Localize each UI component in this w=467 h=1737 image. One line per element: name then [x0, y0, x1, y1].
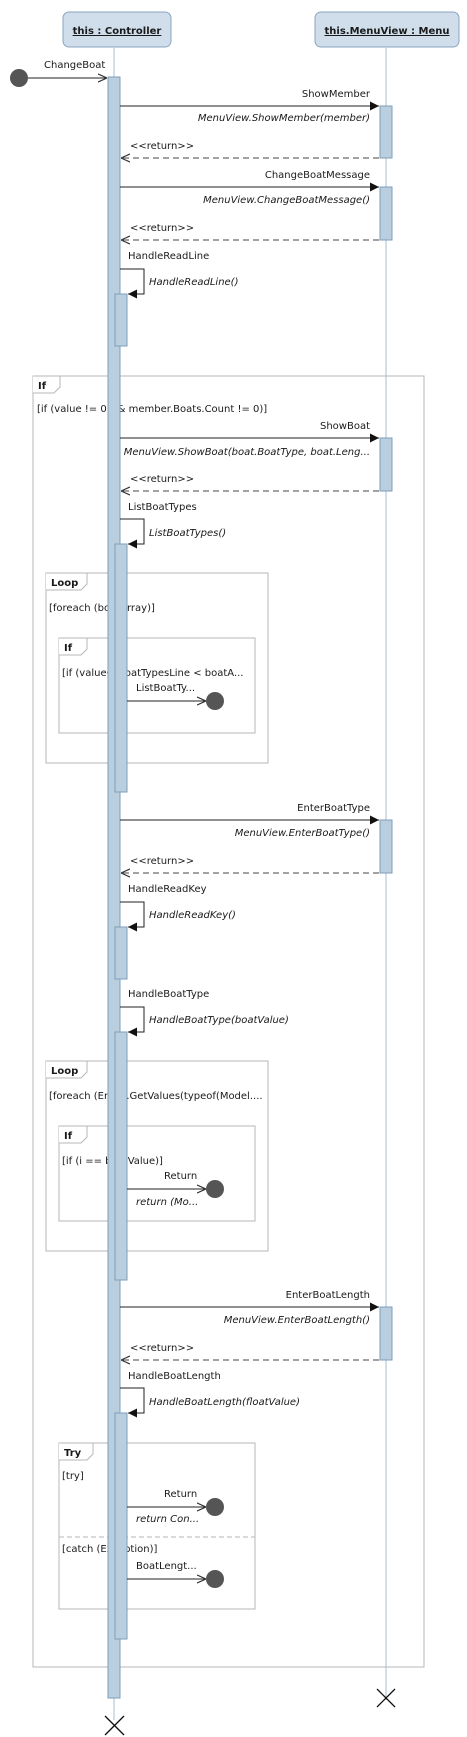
fragment-loop-1: Loop [foreach (boatArray)]: [45, 572, 269, 764]
controller-activation-list-boat-types[interactable]: [114, 543, 128, 793]
fragment-try-guard: [try]: [62, 1471, 84, 1482]
return-message-2-label: <<return>>: [130, 223, 194, 234]
menu-lifeline-head[interactable]: this.MenuView : Menu: [314, 11, 460, 48]
message-show-boat-label: ShowBoat: [320, 421, 370, 432]
message-change-boat-message-label: ChangeBoatMessage: [265, 170, 370, 181]
fragment-if-outer: If [if (value != 0 && member.Boats.Count…: [32, 375, 425, 1668]
message-boat-length-found-label: BoatLengt...: [136, 1561, 197, 1572]
message-handle-boat-length-label: HandleBoatLength: [128, 1371, 221, 1382]
fragment-if-inner-1-guard: [if (valueOfBoatTypesLine < boatA...: [62, 668, 243, 679]
lost-message-dot: [206, 1180, 224, 1198]
fragment-if-outer-guard: [if (value != 0 && member.Boats.Count !=…: [37, 404, 267, 415]
message-enter-boat-length-call: MenuView.EnterBoatLength(): [224, 1315, 370, 1326]
message-handle-read-key[interactable]: HandleReadKey HandleReadKey(): [120, 884, 236, 932]
message-change-boat[interactable]: ChangeBoat: [10, 60, 107, 87]
return-message-1-label: <<return>>: [130, 141, 194, 152]
message-handle-read-line[interactable]: HandleReadLine HandleReadLine(): [120, 251, 238, 299]
fragment-if-inner-1-keyword: If: [64, 643, 73, 654]
lost-message-dot: [206, 1498, 224, 1516]
message-boat-length-found[interactable]: BoatLengt...: [127, 1561, 224, 1588]
controller-lifeline-head[interactable]: this : Controller: [62, 11, 172, 48]
message-handle-read-line-call: HandleReadLine(): [149, 277, 238, 288]
message-list-boat-types-call: ListBoatTypes(): [149, 528, 226, 539]
fragment-loop-2-keyword: Loop: [51, 1066, 78, 1077]
message-return-found-2-call: return Con...: [136, 1514, 199, 1525]
message-enter-boat-type[interactable]: EnterBoatType MenuView.EnterBoatType(): [120, 803, 379, 839]
lost-message-dot: [206, 692, 224, 710]
message-return-found-2-label: Return: [164, 1489, 197, 1500]
message-show-boat[interactable]: ShowBoat MenuView.ShowBoat(boat.BoatType…: [120, 421, 379, 458]
message-handle-boat-length-call: HandleBoatLength(floatValue): [149, 1397, 300, 1408]
message-return-found-2[interactable]: Return return Con...: [127, 1489, 224, 1525]
return-message-4-label: <<return>>: [130, 856, 194, 867]
lost-message-dot: [206, 1570, 224, 1588]
message-show-member-label: ShowMember: [302, 89, 371, 100]
return-message-1[interactable]: <<return>>: [121, 141, 379, 158]
controller-activation-handle-read-line[interactable]: [114, 293, 128, 347]
message-list-boat-ty-found-label: ListBoatTy...: [136, 683, 195, 694]
fragment-try-keyword: Try: [64, 1448, 82, 1459]
message-enter-boat-length-label: EnterBoatLength: [286, 1290, 370, 1301]
message-enter-boat-type-call: MenuView.EnterBoatType(): [235, 828, 370, 839]
return-message-5-label: <<return>>: [130, 1343, 194, 1354]
message-change-boat-message-call: MenuView.ChangeBoatMessage(): [203, 195, 370, 206]
fragment-loop-2: Loop [foreach (Enum.GetValues(typeof(Mod…: [45, 1060, 269, 1252]
fragment-if-outer-keyword: If: [38, 381, 47, 392]
fragment-loop-2-guard: [foreach (Enum.GetValues(typeof(Model...…: [49, 1091, 263, 1102]
controller-activation-handle-boat-type[interactable]: [114, 1031, 128, 1281]
menu-destroy-icon: [376, 1688, 396, 1708]
message-change-boat-label: ChangeBoat: [44, 60, 105, 71]
menu-activation-change-boat-message[interactable]: [379, 186, 393, 241]
message-handle-boat-type-label: HandleBoatType: [128, 989, 209, 1000]
controller-lifeline-title: this : Controller: [73, 26, 162, 37]
menu-activation-show-member[interactable]: [379, 105, 393, 159]
controller-activation-handle-read-key[interactable]: [114, 926, 128, 980]
return-message-2[interactable]: <<return>>: [121, 223, 379, 240]
return-message-3[interactable]: <<return>>: [121, 474, 379, 491]
controller-destroy-icon: [104, 1715, 125, 1736]
fragment-loop-1-guard: [foreach (boatArray)]: [49, 603, 155, 614]
fragment-try: Try [try] [catch (Exception)]: [58, 1442, 256, 1610]
message-show-boat-call: MenuView.ShowBoat(boat.BoatType, boat.Le…: [124, 447, 370, 458]
menu-activation-enter-boat-type[interactable]: [379, 819, 393, 874]
message-show-member[interactable]: ShowMember MenuView.ShowMember(member): [120, 89, 379, 124]
fragment-if-inner-1: If [if (valueOfBoatTypesLine < boatA...: [58, 637, 256, 734]
message-show-member-call: MenuView.ShowMember(member): [198, 113, 370, 124]
message-handle-read-key-label: HandleReadKey: [128, 884, 207, 895]
fragment-if-inner-2-keyword: If: [64, 1131, 73, 1142]
message-change-boat-message[interactable]: ChangeBoatMessage MenuView.ChangeBoatMes…: [120, 170, 379, 206]
message-handle-boat-type-call: HandleBoatType(boatValue): [149, 1015, 289, 1026]
menu-lifeline-title: this.MenuView : Menu: [325, 26, 450, 37]
message-enter-boat-type-label: EnterBoatType: [297, 803, 370, 814]
fragment-loop-1-keyword: Loop: [51, 578, 78, 589]
menu-activation-show-boat[interactable]: [379, 437, 393, 492]
return-message-3-label: <<return>>: [130, 474, 194, 485]
message-return-found-1-label: Return: [164, 1171, 197, 1182]
controller-activation-handle-boat-length[interactable]: [114, 1412, 128, 1640]
message-handle-boat-length[interactable]: HandleBoatLength HandleBoatLength(floatV…: [120, 1371, 300, 1418]
found-message-dot: [10, 69, 28, 87]
message-enter-boat-length[interactable]: EnterBoatLength MenuView.EnterBoatLength…: [120, 1290, 379, 1326]
return-message-4[interactable]: <<return>>: [121, 856, 379, 873]
return-message-5[interactable]: <<return>>: [121, 1343, 379, 1360]
menu-activation-enter-boat-length[interactable]: [379, 1306, 393, 1361]
message-handle-read-line-label: HandleReadLine: [128, 251, 209, 262]
message-list-boat-ty-found[interactable]: ListBoatTy...: [127, 683, 224, 710]
controller-activation-main[interactable]: [107, 76, 121, 1699]
message-return-found-1[interactable]: Return return (Mo...: [127, 1171, 224, 1208]
message-return-found-1-call: return (Mo...: [136, 1197, 198, 1208]
message-list-boat-types-label: ListBoatTypes: [128, 502, 197, 513]
message-list-boat-types[interactable]: ListBoatTypes ListBoatTypes(): [120, 502, 226, 549]
message-handle-read-key-call: HandleReadKey(): [149, 910, 236, 921]
message-handle-boat-type[interactable]: HandleBoatType HandleBoatType(boatValue): [120, 989, 289, 1037]
